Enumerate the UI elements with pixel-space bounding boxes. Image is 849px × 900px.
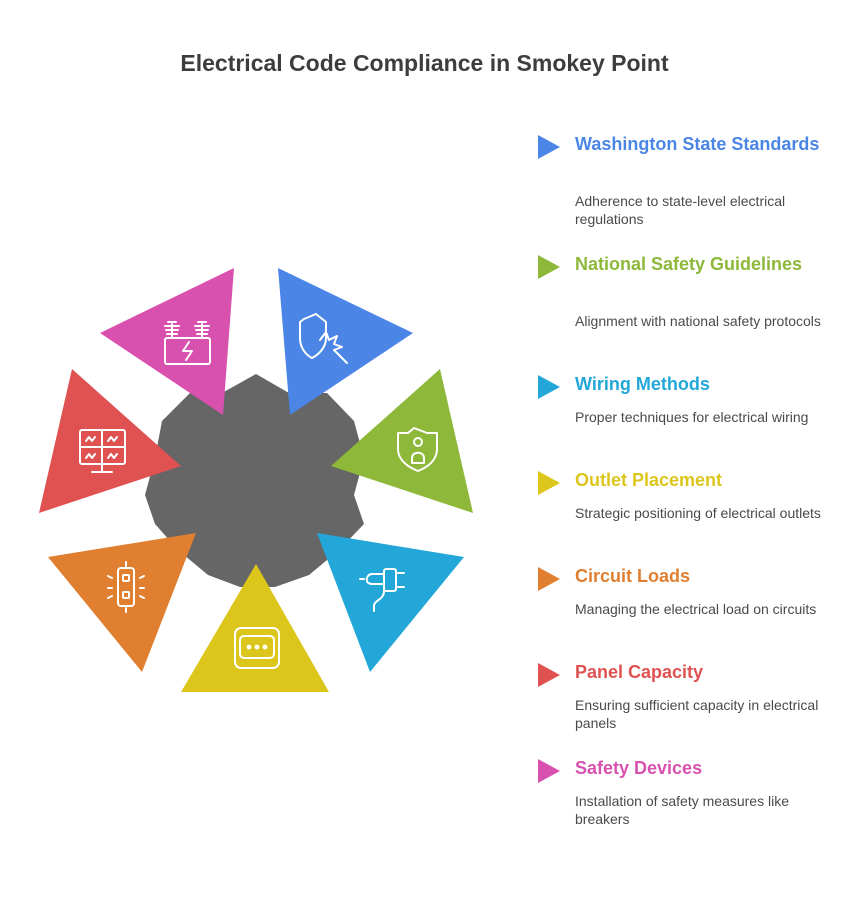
triangle-marker-icon: [538, 759, 560, 783]
center-heptagon: [145, 374, 364, 587]
triangle-marker-icon: [538, 375, 560, 399]
person-shield-icon: [397, 427, 438, 472]
triangle-marker-icon: [538, 135, 560, 159]
item-description: Ensuring sufficient capacity in electric…: [575, 697, 819, 731]
item-heading: National Safety Guidelines: [575, 254, 803, 274]
solar-panel-icon: [79, 429, 126, 473]
page-title: Electrical Code Compliance in Smokey Poi…: [180, 50, 669, 76]
item-heading: Wiring Methods: [575, 374, 710, 394]
item-heading: Washington State Standards: [575, 134, 820, 154]
item-heading: Safety Devices: [575, 758, 703, 778]
transformer-icon: [164, 321, 211, 365]
triangle-marker-icon: [538, 663, 560, 687]
plug-icon: [359, 568, 405, 612]
item-description: Installation of safety measures like bre…: [575, 793, 789, 827]
item-heading: Outlet Placement: [575, 470, 723, 490]
segment-washington-state-standards[interactable]: [278, 268, 413, 415]
segment-national-safety-guidelines[interactable]: [331, 369, 473, 513]
item-description: Adherence to state-level electrical regu…: [575, 193, 786, 227]
item-heading: Panel Capacity: [575, 662, 704, 682]
switch-icon: [107, 561, 145, 613]
item-heading: Circuit Loads: [575, 566, 691, 586]
item-description: Alignment with national safety protocols: [575, 313, 821, 329]
triangle-marker-icon: [538, 471, 560, 495]
item-description: Managing the electrical load on circuits: [575, 601, 817, 617]
triangle-marker-icon: [538, 255, 560, 279]
triangle-marker-icon: [538, 567, 560, 591]
segment-circuit-loads[interactable]: [48, 533, 196, 672]
item-description: Strategic positioning of electrical outl…: [575, 505, 821, 521]
outlet-icon: [234, 627, 280, 669]
shield-alert-icon: [299, 313, 348, 364]
segment-safety-devices[interactable]: [100, 268, 234, 415]
segment-panel-capacity[interactable]: [39, 369, 181, 513]
item-description: Proper techniques for electrical wiring: [575, 409, 809, 425]
segment-wiring-methods[interactable]: [317, 533, 464, 672]
